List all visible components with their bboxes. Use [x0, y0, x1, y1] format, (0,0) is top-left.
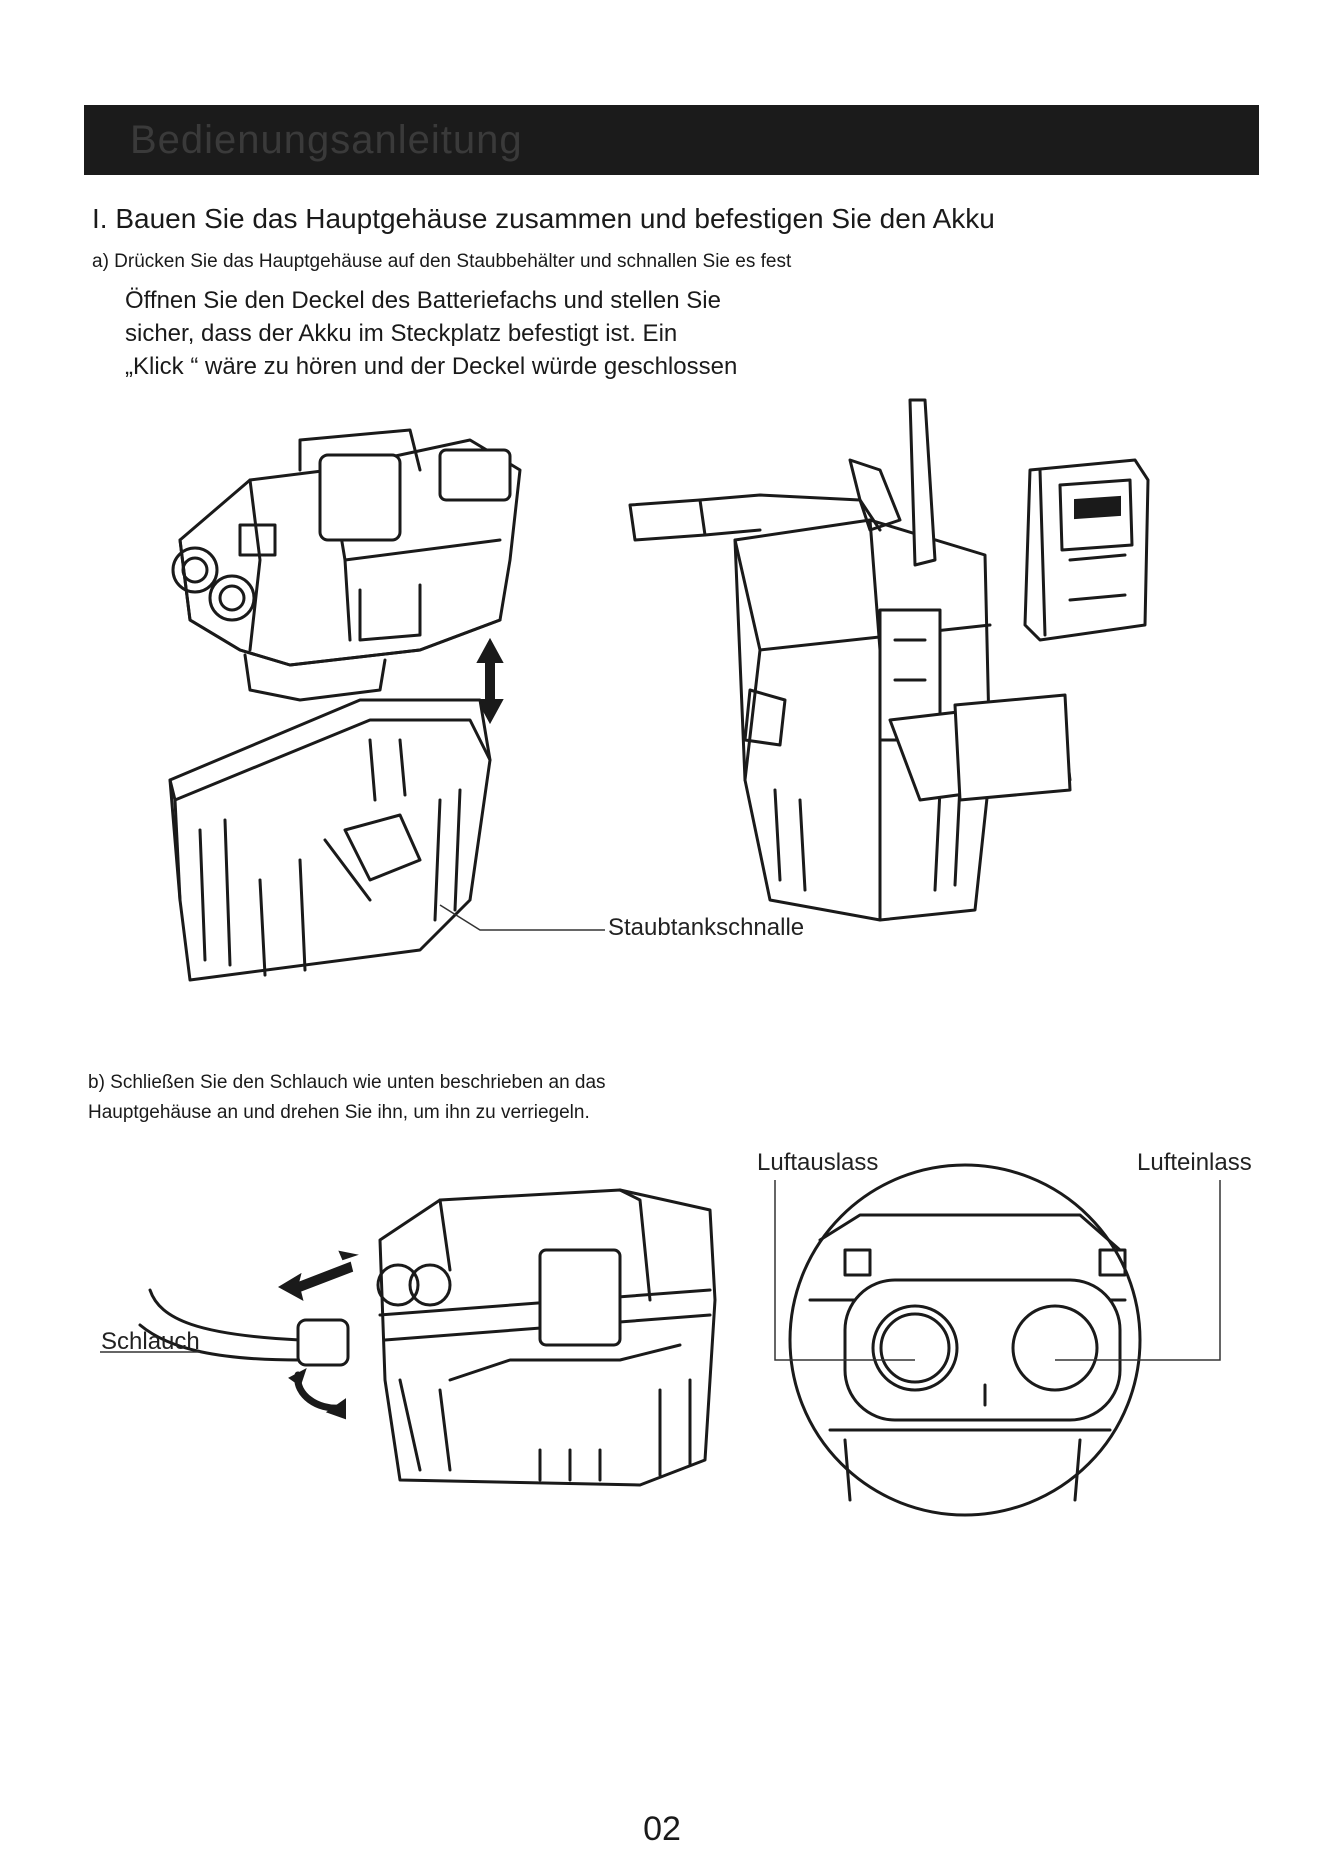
paragraph-line: „Klick “ wäre zu hören und der Deckel wü… — [125, 353, 738, 380]
page-number: 02 — [643, 1810, 681, 1848]
paragraph-line: Öffnen Sie den Deckel des Batteriefachs … — [125, 287, 721, 314]
dust-tank-illustration — [168, 698, 605, 982]
paragraph-line: sicher, dass der Akku im Steckplatz befe… — [125, 320, 678, 347]
label-hose: Schlauch — [101, 1328, 200, 1355]
main-housing-illustration — [171, 428, 522, 702]
step-a-instruction: a) Drücken Sie das Hauptgehäuse auf den … — [92, 251, 792, 272]
paragraph-line: Hauptgehäuse an und drehen Sie ihn, um i… — [88, 1102, 590, 1123]
rotate-arrow-icon — [288, 1367, 346, 1420]
assembled-unit-illustration — [628, 398, 1072, 922]
step-a-paragraph: Öffnen Sie den Deckel des Batteriefachs … — [125, 284, 845, 383]
battery-illustration — [1023, 458, 1150, 642]
label-dust-tank-buckle: Staubtankschnalle — [608, 914, 805, 941]
paragraph-line: b) Schließen Sie den Schlauch wie unten … — [88, 1072, 606, 1093]
step-b-instruction: b) Schließen Sie den Schlauch wie unten … — [88, 1068, 606, 1128]
hose-illustration — [100, 1288, 350, 1367]
port-detail-zoom — [774, 1163, 1221, 1517]
page-title: Bedienungsanleitung — [130, 118, 523, 162]
header-bar — [84, 105, 1259, 175]
section-heading: I. Bauen Sie das Hauptgehäuse zusammen u… — [92, 203, 995, 234]
label-air-inlet: Lufteinlass — [1137, 1149, 1252, 1176]
label-air-outlet: Luftauslass — [757, 1149, 879, 1176]
push-arrow-icon — [277, 1250, 359, 1301]
vacuum-unit-illustration — [376, 1188, 717, 1487]
